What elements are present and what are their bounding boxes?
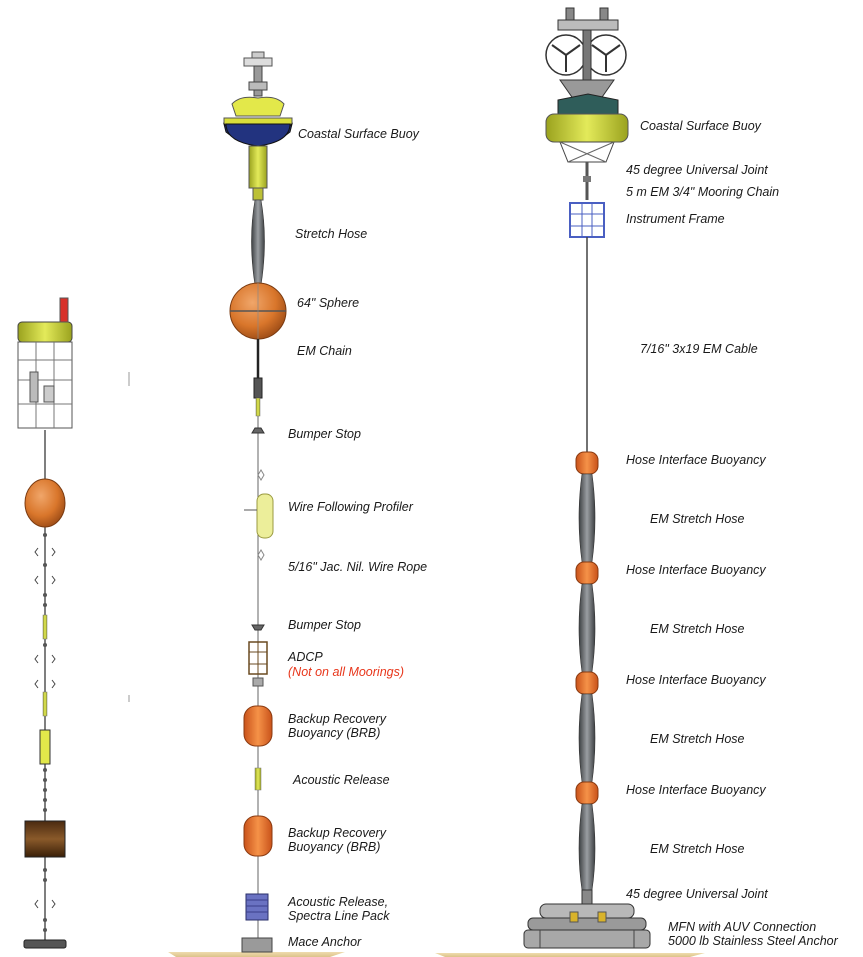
left-mooring (17, 297, 130, 949)
label-em-chain: EM Chain (297, 344, 352, 358)
label-em-stretch-hose-1: EM Stretch Hose (650, 512, 745, 526)
right-mfn-anchor (523, 903, 651, 949)
label-stretch-hose: Stretch Hose (295, 227, 368, 241)
label-mfn-auv-connection: MFN with AUV Connection (668, 920, 817, 934)
label-acoustic-release: Acoustic Release (293, 773, 390, 787)
left-surface-frame (17, 297, 73, 429)
label-hose-interface-buoyancy-2: Hose Interface Buoyancy (626, 563, 766, 577)
label-brb-1-line2: Buoyancy (BRB) (288, 726, 381, 740)
label-brb-2-line2: Buoyancy (BRB) (288, 840, 381, 854)
label-coastal-surface-buoy: Coastal Surface Buoy (298, 127, 419, 141)
label-mooring-chain: 5 m EM 3/4" Mooring Chain (626, 185, 780, 199)
middle-adcp (248, 641, 268, 687)
middle-64-sphere (229, 282, 287, 340)
label-em-stretch-hose-2: EM Stretch Hose (650, 622, 745, 636)
label-acoustic-release-spectra-line1: Acoustic Release, (288, 895, 389, 909)
label-wire-rope: 5/16" Jac. Nil. Wire Rope (288, 560, 428, 574)
label-bumper-stop-upper: Bumper Stop (288, 427, 361, 441)
label-64-sphere: 64" Sphere (297, 296, 360, 310)
label-stainless-steel-anchor: 5000 lb Stainless Steel Anchor (668, 934, 838, 948)
middle-surface-buoy (223, 51, 293, 201)
middle-brb-2 (243, 815, 273, 857)
label-em-cable: 7/16" 3x19 EM Cable (640, 342, 758, 356)
label-hose-interface-buoyancy-3: Hose Interface Buoyancy (626, 673, 766, 687)
label-instrument-frame: Instrument Frame (626, 212, 725, 226)
label-universal-joint-bottom: 45 degree Universal Joint (626, 887, 768, 901)
middle-seafloor (168, 952, 345, 957)
label-wire-following-profiler: Wire Following Profiler (288, 500, 413, 514)
label-hose-interface-buoyancy-4: Hose Interface Buoyancy (626, 783, 766, 797)
left-anchor-weight (24, 820, 66, 858)
middle-wire-profiler (244, 469, 274, 561)
middle-mace-anchor (241, 937, 273, 953)
label-brb-2-line1: Backup Recovery (288, 826, 386, 840)
label-bumper-stop-lower: Bumper Stop (288, 618, 361, 632)
right-instrument-frame (569, 202, 605, 238)
right-surface-buoy (545, 7, 629, 163)
label-acoustic-release-spectra-line2: Spectra Line Pack (288, 909, 390, 923)
middle-mooring (168, 51, 345, 957)
label-universal-joint-top: 45 degree Universal Joint (626, 163, 768, 177)
label-right-coastal-surface-buoy: Coastal Surface Buoy (640, 119, 761, 133)
middle-brb-1 (243, 705, 273, 747)
right-mooring (435, 7, 705, 957)
label-hose-interface-buoyancy-1: Hose Interface Buoyancy (626, 453, 766, 467)
right-hose-column (575, 451, 599, 905)
label-not-on-all-moorings: (Not on all Moorings) (288, 665, 405, 679)
label-mace-anchor: Mace Anchor (288, 935, 362, 949)
label-brb-1-line1: Backup Recovery (288, 712, 386, 726)
label-adcp: ADCP (288, 650, 323, 664)
left-sphere (24, 478, 66, 528)
label-em-stretch-hose-4: EM Stretch Hose (650, 842, 745, 856)
label-em-stretch-hose-3: EM Stretch Hose (650, 732, 745, 746)
right-seafloor (435, 953, 705, 957)
